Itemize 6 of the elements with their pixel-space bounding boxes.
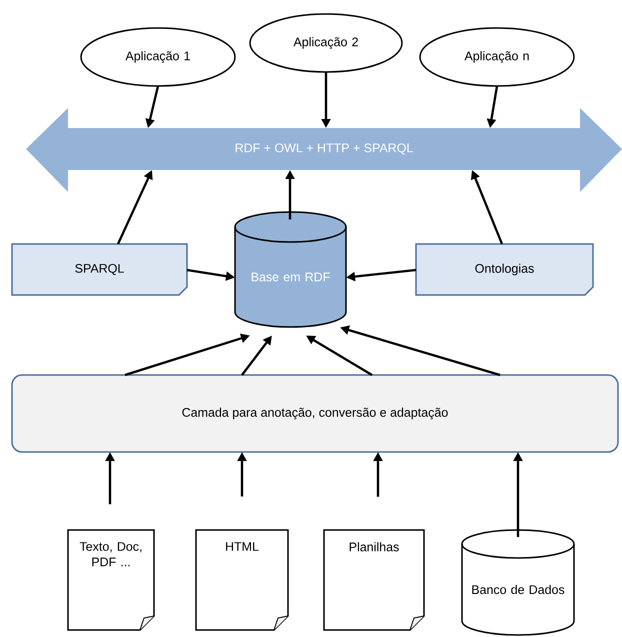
double-arrow-band: RDF + OWL + HTTP + SPARQL xyxy=(26,108,622,192)
database-cylinder: Banco de Dados xyxy=(461,529,575,636)
database-cylinder: Base em RDF xyxy=(234,211,347,328)
layer-box: Camada para anotação, conversão e adaptação xyxy=(11,374,619,453)
note-box: Ontologias xyxy=(415,243,594,296)
note-box: SPARQL xyxy=(11,243,188,296)
